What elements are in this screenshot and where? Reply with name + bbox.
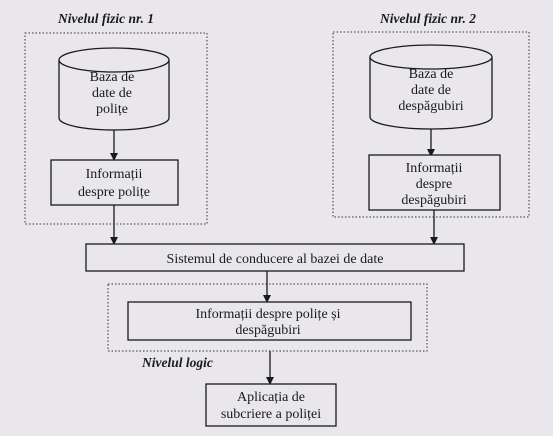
application-box: Aplicația de subcriere a poliței	[205, 383, 337, 427]
logical-level-label: Nivelul logic	[141, 355, 213, 370]
claims-database-line-2: date de	[411, 83, 451, 98]
physical-level-1-label: Nivelul fizic nr. 1	[57, 11, 154, 26]
application-line-2: subcriere a poliței	[221, 407, 321, 422]
policies-info-box: Informații despre polițe	[50, 159, 179, 206]
claims-database-line-3: despăgubiri	[398, 99, 463, 114]
claims-info-line-3: despăgubiri	[401, 193, 466, 208]
claims-info-box: Informații despre despăgubiri	[368, 154, 501, 211]
physical-level-2-region	[332, 31, 530, 218]
claims-database-line-1: Baza de	[409, 67, 454, 82]
combined-info-line-2: despăgubiri	[235, 323, 300, 338]
policies-database-line-1: Baza de	[90, 70, 135, 85]
combined-info-box: Informații despre polițe și despăgubiri	[127, 301, 412, 341]
policies-database-line-3: polițe	[96, 102, 128, 117]
policies-database-cylinder: Baza de date de polițe	[58, 47, 170, 131]
claims-info-line-1: Informații	[406, 161, 463, 176]
physical-level-1-region	[24, 32, 208, 225]
physical-level-2-label: Nivelul fizic nr. 2	[379, 11, 476, 26]
claims-info-line-2: despre	[416, 177, 453, 192]
dbms-box: Sistemul de conducere al bazei de date	[85, 243, 465, 272]
logical-level-region	[107, 283, 428, 352]
policies-info-line-1: Informații	[86, 167, 143, 182]
dbms-label: Sistemul de conducere al bazei de date	[167, 252, 384, 267]
claims-database-cylinder: Baza de date de despăgubiri	[369, 44, 493, 130]
policies-info-line-2: despre polițe	[78, 185, 150, 200]
combined-info-line-1: Informații despre polițe și	[195, 307, 340, 322]
application-line-1: Aplicația de	[237, 390, 305, 405]
policies-database-line-2: date de	[92, 86, 132, 101]
